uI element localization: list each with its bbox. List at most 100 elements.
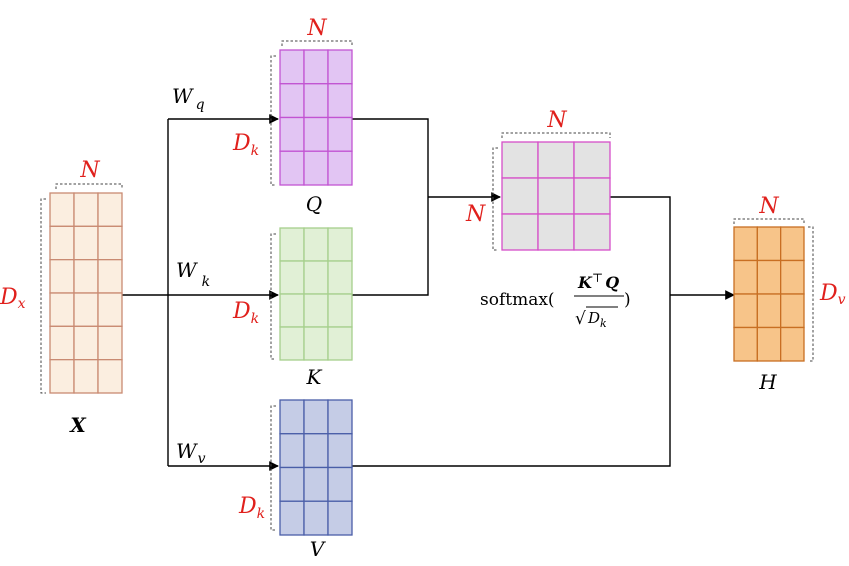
matrix-h: N Dv H	[733, 194, 846, 394]
matrix-v-grid	[279, 399, 353, 536]
matrix-cell	[537, 177, 575, 215]
matrix-scores-cols-label: N	[546, 108, 567, 133]
matrix-q-name: Q	[306, 192, 322, 216]
matrix-q: N Dk Q	[232, 16, 353, 216]
matrix-h-cols-brace	[733, 218, 805, 224]
matrix-x-name: X	[68, 413, 87, 437]
matrix-scores-rows-brace	[492, 147, 498, 251]
matrix-cell	[97, 259, 123, 294]
weight-wv-label: Wv	[176, 439, 206, 467]
matrix-cell	[303, 293, 329, 328]
formula-numerator: K⊤Q	[577, 271, 619, 292]
matrix-cell	[303, 116, 329, 152]
formula-softmax-text: softmax(	[480, 290, 555, 310]
matrix-cell	[780, 226, 805, 262]
matrix-cell	[279, 116, 305, 152]
matrix-cell	[327, 116, 353, 152]
formula-denominator: Dk	[587, 309, 607, 330]
matrix-k: Dk K	[232, 227, 353, 389]
matrix-q-cols-brace	[281, 40, 353, 46]
matrix-cell	[501, 213, 539, 251]
matrix-cell	[327, 466, 353, 502]
matrix-scores-grid	[501, 141, 611, 251]
matrix-cell	[49, 292, 75, 327]
matrix-cell	[327, 227, 353, 262]
matrix-cell	[97, 359, 123, 394]
matrix-cell	[303, 466, 329, 502]
matrix-h-rows-label: Dv	[819, 281, 846, 308]
matrix-cell	[501, 177, 539, 215]
matrix-cell	[303, 500, 329, 536]
matrix-cell	[279, 227, 305, 262]
matrix-cell	[733, 226, 758, 262]
matrix-k-grid	[279, 227, 353, 361]
matrix-cell	[573, 213, 611, 251]
matrix-q-rows-label: Dk	[232, 131, 259, 159]
matrix-cell	[327, 500, 353, 536]
matrix-x: N Dx X	[0, 158, 123, 437]
matrix-cell	[756, 226, 782, 262]
matrix-cell	[303, 260, 329, 295]
matrix-cell	[327, 49, 353, 85]
matrix-cell	[303, 433, 329, 469]
matrix-cell	[327, 260, 353, 295]
matrix-v: Dk V	[238, 399, 353, 561]
formula-sqrt-sign: √	[575, 309, 586, 329]
matrix-scores: N N	[465, 108, 611, 251]
matrix-cell	[73, 292, 99, 327]
matrix-cell	[756, 259, 782, 295]
matrix-cell	[780, 326, 805, 362]
matrix-cell	[279, 150, 305, 186]
matrix-cell	[501, 141, 539, 179]
matrix-cell	[573, 177, 611, 215]
matrix-cell	[327, 293, 353, 328]
matrix-cell	[279, 49, 305, 85]
formula-close-paren: )	[624, 290, 631, 310]
matrix-cell	[97, 225, 123, 261]
matrix-cell	[327, 326, 353, 361]
matrix-cell	[279, 399, 305, 435]
matrix-cell	[97, 292, 123, 327]
matrix-cell	[303, 399, 329, 435]
softmax-formula: softmax( K⊤Q √ Dk )	[480, 271, 631, 330]
matrix-v-name: V	[310, 537, 327, 561]
matrix-cell	[279, 260, 305, 295]
matrix-cell	[279, 500, 305, 536]
matrix-q-cols-label: N	[306, 16, 327, 41]
matrix-h-grid	[733, 226, 805, 362]
matrix-scores-rows-label: N	[465, 202, 486, 227]
matrix-q-rows-brace	[270, 55, 276, 186]
matrix-cell	[327, 433, 353, 469]
matrix-q-grid	[279, 49, 353, 186]
matrix-cell	[279, 326, 305, 361]
matrix-cell	[73, 325, 99, 361]
matrix-cell	[303, 227, 329, 262]
matrix-cell	[49, 259, 75, 294]
matrix-cell	[733, 259, 758, 295]
matrix-cell	[780, 293, 805, 329]
matrix-k-rows-label: Dk	[232, 299, 259, 327]
matrix-cell	[303, 150, 329, 186]
matrix-cell	[73, 225, 99, 261]
v-to-scores-line	[352, 196, 671, 467]
connections	[122, 114, 735, 471]
matrix-v-rows-brace	[270, 405, 276, 531]
matrix-v-rows-label: Dk	[238, 494, 265, 522]
matrix-cell	[279, 293, 305, 328]
matrix-cell	[97, 192, 123, 227]
matrix-cell	[537, 213, 575, 251]
matrix-cell	[303, 83, 329, 119]
matrix-cell	[733, 293, 758, 329]
matrix-cell	[303, 326, 329, 361]
matrix-cell	[733, 326, 758, 362]
matrix-cell	[279, 83, 305, 119]
matrix-cell	[73, 259, 99, 294]
matrix-cell	[327, 150, 353, 186]
matrix-cell	[327, 399, 353, 435]
matrix-cell	[573, 141, 611, 179]
matrix-cell	[756, 326, 782, 362]
matrix-cell	[49, 225, 75, 261]
